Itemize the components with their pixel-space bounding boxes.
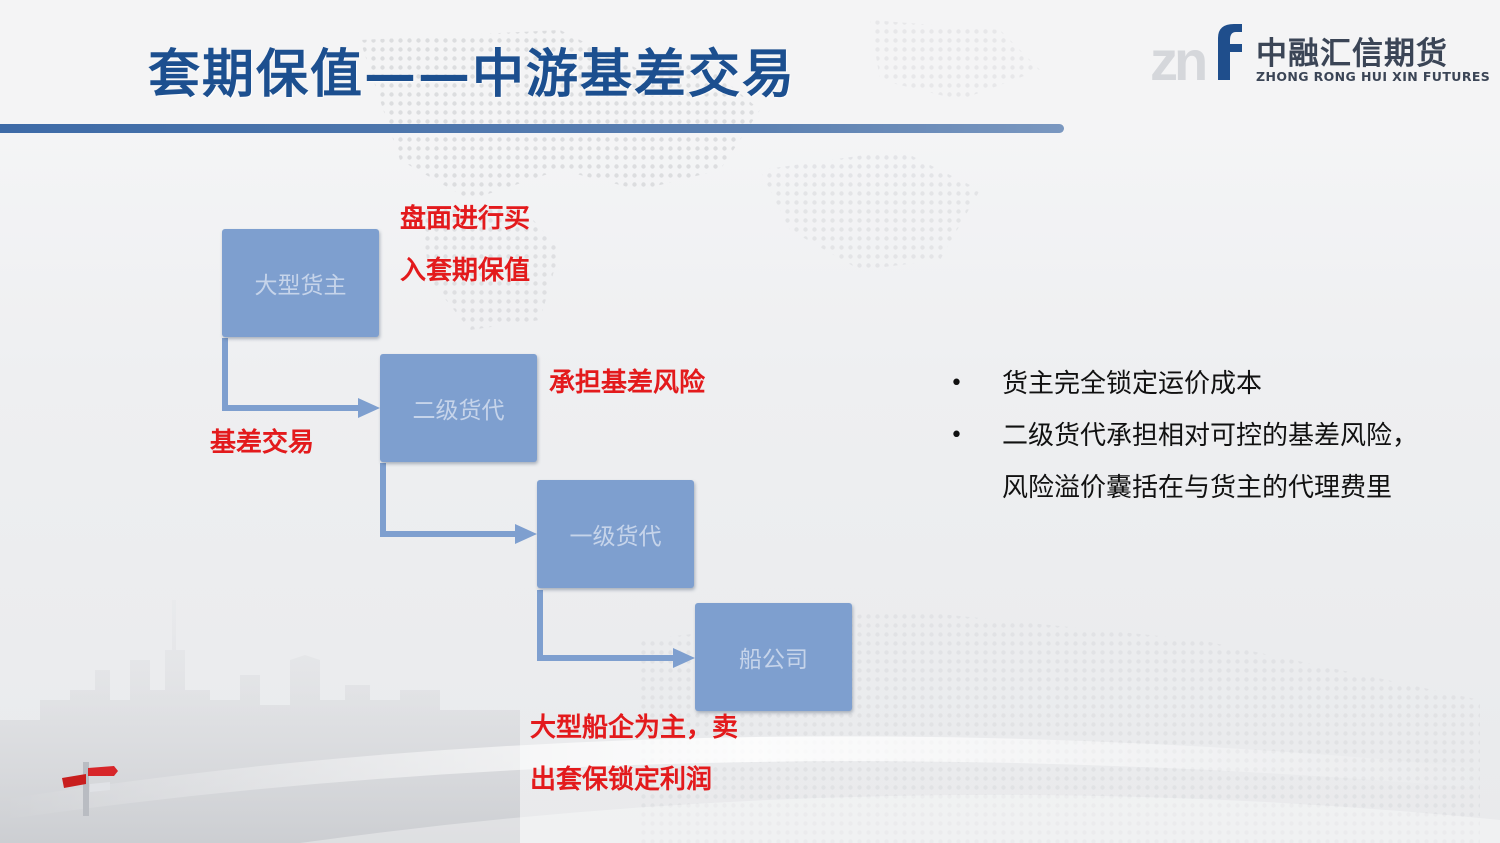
company-logo: zn <box>1150 24 1242 90</box>
title-underline <box>0 124 1064 133</box>
box-first-tier-forwarder: 一级货代 <box>537 480 694 588</box>
note-line: 入套期保值 <box>400 256 531 286</box>
bullet-text: 货主完全锁定运价成本 <box>1002 369 1263 399</box>
arrowhead-1 <box>358 398 380 418</box>
arrowhead-2 <box>515 524 537 544</box>
note-basis-trade: 基差交易 <box>210 428 315 458</box>
logo-name-cn: 中融汇信期货 <box>1256 36 1448 72</box>
note-line: 盘面进行买 <box>400 204 531 234</box>
page-title: 套期保值——中游基差交易 <box>148 44 797 105</box>
connector-arrow-2 <box>380 463 519 537</box>
note-line: 大型船企为主，卖 <box>530 713 739 743</box>
bullet-item: • 二级货代承担相对可控的基差风险， 风险溢价囊括在与货主的代理费里 <box>950 410 1470 514</box>
note-carrier-hedge: 大型船企为主，卖 出套保锁定利润 <box>530 702 738 806</box>
bullet-list: • 货主完全锁定运价成本 • 二级货代承担相对可控的基差风险， 风险溢价囊括在与… <box>950 358 1470 514</box>
bullet-text: 风险溢价囊括在与货主的代理费里 <box>1002 473 1393 503</box>
connector-arrow-3 <box>537 590 677 661</box>
connector-arrow-1 <box>222 338 362 411</box>
signpost-icon <box>62 762 118 816</box>
bullet-item: • 货主完全锁定运价成本 <box>950 358 1470 410</box>
box-second-tier-forwarder: 二级货代 <box>380 354 537 462</box>
note-line: 出套保锁定利润 <box>530 765 713 795</box>
note-cargo-owner-hedge: 盘面进行买 入套期保值 <box>400 193 530 297</box>
arrowhead-3 <box>673 648 695 668</box>
svg-text:zn: zn <box>1150 29 1205 90</box>
bullet-dot: • <box>950 371 963 396</box>
bullet-text: 二级货代承担相对可控的基差风险， <box>1002 421 1419 451</box>
bullet-dot: • <box>950 423 963 448</box>
note-second-forwarder-risk: 承担基差风险 <box>549 368 706 398</box>
logo-name-en: ZHONG RONG HUI XIN FUTURES <box>1256 69 1491 84</box>
box-cargo-owner: 大型货主 <box>222 229 379 337</box>
box-shipping-company: 船公司 <box>695 603 852 711</box>
